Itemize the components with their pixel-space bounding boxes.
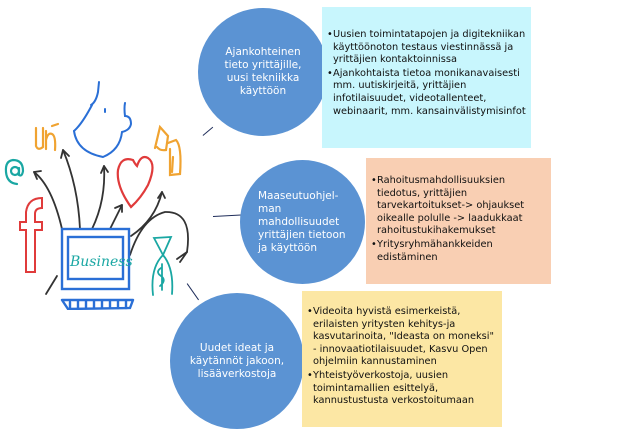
facebook-f-icon	[19, 196, 43, 273]
detail-box-rural-programme: Rahoitusmahdollisuuksien tiedotus, yritt…	[366, 158, 551, 284]
circle-text-line: tieto yrittäjille,	[224, 59, 302, 71]
thumbs-up-icon	[73, 81, 133, 159]
circle-text-line: käytännöt jakoon,	[189, 354, 285, 367]
topic-circle-rural-programme: Maaseutuohjel- man mahdollisuudet yrittä…	[240, 160, 365, 284]
arrows	[33, 149, 189, 295]
circle-text-line: ja käyttöön	[258, 241, 317, 254]
monitor-label: Business	[69, 254, 133, 270]
circle-text-line: lisääverkostoja	[197, 367, 277, 380]
circle-text-line: yrittäjien tietoon	[258, 228, 346, 241]
bullet-item: Yritysryhmähankkeiden edistäminen	[371, 239, 547, 264]
circle-text-line: Ajankohteinen	[225, 46, 301, 58]
detail-box-current-info: Uusien toimintatapojen ja digitekniikan …	[322, 7, 531, 148]
topic-circle-current-info: Ajankohteinen tieto yrittäjille, uusi te…	[198, 8, 328, 136]
hourglass-dollar-icon	[151, 236, 174, 296]
business-social-media-illustration: Business	[4, 81, 189, 310]
at-sign-icon	[4, 158, 25, 186]
circle-text-line: man	[258, 202, 282, 215]
bullet-item: Rahoitusmahdollisuuksien tiedotus, yritt…	[371, 175, 547, 238]
circle-text-line: käyttöön	[239, 85, 287, 97]
detail-box-new-ideas: Videoita hyvistä esimerkeistä, erilaiste…	[302, 291, 502, 427]
heart-icon	[116, 155, 154, 209]
circle-text-line: mahdollisuudet	[258, 215, 340, 228]
laptop-icon	[60, 227, 135, 310]
circle-text-line: Uudet ideat ja	[199, 341, 275, 354]
bullet-item: Videoita hyvistä esimerkeistä, erilaiste…	[307, 306, 498, 369]
circle-text-line: uusi tekniikka	[226, 72, 300, 84]
bullet-item: Yhteistyöverkostoja, uusien toimintamall…	[307, 370, 498, 408]
topic-circle-new-ideas: Uudet ideat ja käytännöt jakoon, lisääve…	[170, 293, 304, 429]
circle-text-line: Maaseutuohjel-	[258, 189, 339, 202]
bullet-item: Ajankohtaista tietoa monikanavaisesti mm…	[327, 68, 527, 118]
bullet-item: Uusien toimintatapojen ja digitekniikan …	[327, 29, 527, 67]
youtube-icon	[34, 122, 60, 152]
house-icon	[153, 124, 182, 177]
